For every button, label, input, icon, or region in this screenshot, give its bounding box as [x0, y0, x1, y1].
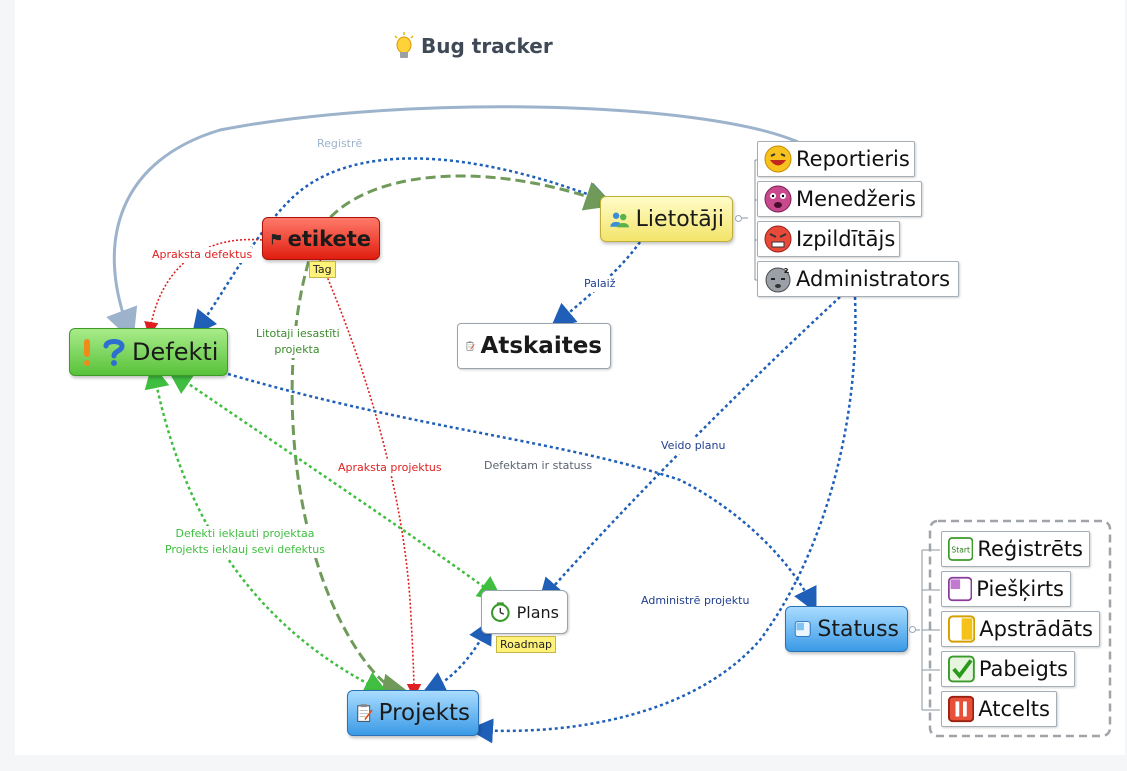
title-text: Bug tracker — [421, 34, 553, 58]
quarter-icon — [948, 576, 973, 602]
node-etikete[interactable]: etikete — [262, 217, 380, 260]
label-administre: Administrē projektu — [641, 593, 750, 609]
node-defekti[interactable]: Defekti — [69, 328, 228, 376]
statuss-collapse-toggle[interactable] — [909, 626, 916, 633]
node-statuss[interactable]: Statuss — [785, 606, 908, 652]
angry-face-icon — [764, 225, 792, 253]
clock-icon — [491, 602, 510, 622]
label-line: Litotaji iesastīti — [256, 327, 340, 340]
label-line: Projekts ieklauj sevi defektus — [164, 543, 326, 556]
node-lietotaji-label: Lietotāji — [635, 206, 724, 232]
status-registrets[interactable]: Start Reģistrēts — [941, 531, 1090, 567]
status-label: Pabeigts — [978, 657, 1068, 681]
window-icon — [794, 621, 811, 637]
node-lietotaji[interactable]: Lietotāji — [600, 196, 733, 242]
half-icon — [948, 615, 976, 643]
etikete-tag: Tag — [309, 261, 336, 278]
label-veido-planu: Veido planu — [661, 438, 726, 454]
label-apraksta-projektus: Apraksta projektus — [338, 460, 442, 476]
status-pabeigts[interactable]: Pabeigts — [941, 651, 1075, 687]
node-projekts-label: Projekts — [378, 700, 470, 726]
notepad-icon — [466, 341, 475, 351]
user-reportieris[interactable]: Reportieris — [757, 141, 915, 177]
plans-tag: Roadmap — [496, 636, 557, 653]
user-label: Menedžeris — [796, 187, 916, 211]
shocked-face-icon — [764, 185, 792, 213]
node-plans-label: Plans — [516, 602, 559, 622]
user-izpilditajs[interactable]: Izpildītājs — [757, 221, 900, 257]
status-label: Piešķirts — [976, 577, 1064, 601]
start-icon-text: Start — [951, 545, 970, 554]
user-label: Administrators — [796, 267, 951, 291]
status-label: Reģistrēts — [977, 537, 1083, 561]
status-pieskirts[interactable]: Piešķirts — [941, 571, 1071, 607]
label-apraksta-defektus: Apraksta defektus — [152, 247, 253, 263]
node-atskaites-label: Atskaites — [480, 333, 602, 359]
laughing-face-icon — [764, 145, 792, 173]
user-administrators[interactable]: z Administrators — [757, 261, 959, 297]
lightbulb-icon — [394, 32, 414, 58]
label-palaiz: Palaiž — [584, 276, 616, 292]
flag-icon — [271, 233, 281, 244]
question-icon — [103, 339, 125, 366]
node-plans[interactable]: Plans — [481, 590, 568, 634]
users-icon — [610, 212, 630, 228]
notepad-icon — [357, 704, 373, 722]
svg-text:z: z — [784, 266, 789, 276]
user-menedzeris[interactable]: Menedžeris — [757, 181, 922, 217]
label-line: projekta — [274, 343, 320, 356]
checkmark-icon — [948, 655, 975, 683]
node-etikete-label: etikete — [287, 226, 371, 251]
label-defekti-projekts: Defekti iekļauti projektaa Projekts iekl… — [160, 526, 330, 558]
node-statuss-label: Statuss — [817, 616, 899, 642]
node-projekts[interactable]: Projekts — [347, 690, 479, 736]
exclamation-icon — [84, 339, 90, 366]
label-defektam-statuss: Defektam ir statuss — [484, 458, 593, 474]
user-label: Izpildītājs — [796, 227, 896, 251]
sleeping-face-icon: z — [765, 266, 791, 293]
status-label: Atcelts — [978, 697, 1050, 721]
label-line: Defekti iekļauti projektaa — [175, 527, 315, 540]
status-apstradats[interactable]: Apstrādāts — [941, 611, 1100, 647]
user-label: Reportieris — [796, 147, 910, 171]
lietotaji-collapse-toggle[interactable] — [735, 215, 742, 222]
start-icon: Start — [948, 537, 974, 561]
map-title: Bug tracker — [393, 30, 553, 62]
status-atcelts[interactable]: Atcelts — [941, 691, 1057, 727]
status-label: Apstrādāts — [979, 617, 1093, 641]
pause-icon — [948, 695, 975, 723]
label-registre: Registrē — [317, 136, 363, 152]
node-atskaites[interactable]: Atskaites — [457, 323, 611, 369]
node-defekti-label: Defekti — [132, 338, 219, 366]
label-litotaji-projekta: Litotaji iesastīti projekta — [256, 326, 340, 358]
